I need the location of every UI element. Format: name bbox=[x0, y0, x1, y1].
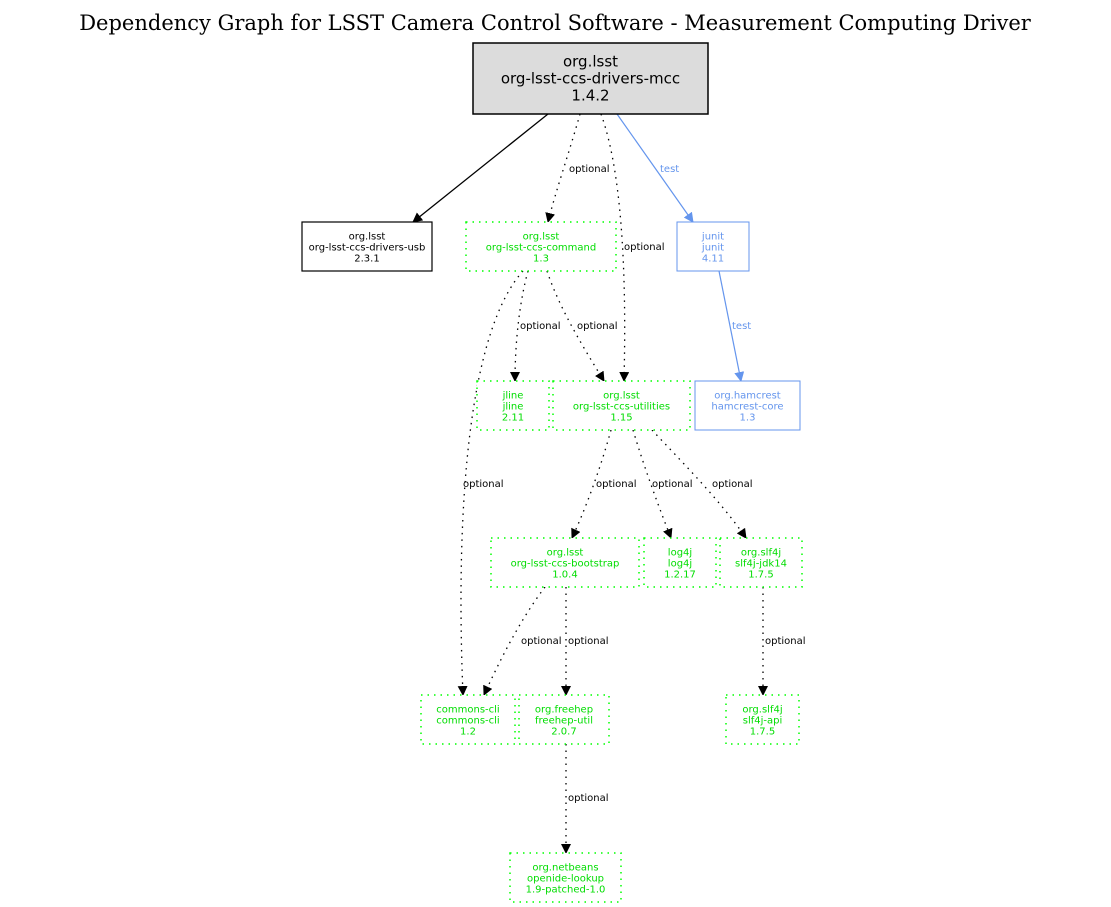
edge-label: optional bbox=[577, 321, 618, 332]
node-version: 1.2.17 bbox=[664, 570, 696, 581]
node-version: 1.15 bbox=[610, 413, 632, 424]
node-version: 1.3 bbox=[533, 254, 549, 265]
node-box bbox=[465, 221, 617, 272]
edge-mcc-to-usb bbox=[412, 113, 549, 223]
node-artifact: junit bbox=[701, 243, 724, 254]
edge-command-to-jline bbox=[510, 270, 529, 382]
node-group: org.netbeans bbox=[532, 863, 598, 874]
node-artifact: freehep-util bbox=[535, 716, 593, 727]
edge-label: optional bbox=[569, 164, 610, 175]
node-group: org.slf4j bbox=[741, 548, 781, 559]
node-box bbox=[509, 852, 622, 903]
node-artifact: slf4j-jdk14 bbox=[735, 559, 787, 570]
edge-utilities-to-log4j bbox=[632, 429, 673, 539]
node-box bbox=[694, 380, 801, 431]
node-version: 1.9-patched-1.0 bbox=[526, 885, 606, 896]
node-group: org.lsst bbox=[547, 548, 584, 559]
edges-layer: optional optional test test optional optional… bbox=[412, 113, 806, 854]
edge-label: optional bbox=[624, 242, 665, 253]
edge-label: optional bbox=[521, 636, 562, 647]
node-box bbox=[518, 694, 610, 745]
node-box bbox=[490, 537, 640, 588]
nodes-layer: org.lsstorg-lsst-ccs-drivers-mcc1.4.2org… bbox=[301, 42, 803, 903]
node-version: 2.0.7 bbox=[551, 727, 576, 738]
edge-label: optional bbox=[712, 479, 753, 490]
edge-utilities-to-bootstrap bbox=[571, 429, 612, 539]
node-version: 1.4.2 bbox=[571, 87, 609, 105]
node-version: 1.7.5 bbox=[750, 727, 775, 738]
node-box bbox=[719, 537, 803, 588]
node-artifact: slf4j-api bbox=[743, 716, 783, 727]
node-artifact: log4j bbox=[668, 559, 692, 570]
node-box bbox=[552, 380, 691, 431]
edge-label: optional bbox=[568, 636, 609, 647]
node-group: org.slf4j bbox=[742, 705, 782, 716]
node-box bbox=[676, 221, 750, 272]
node-artifact: openide-lookup bbox=[527, 874, 604, 885]
edge-label: test bbox=[732, 321, 751, 332]
node-box bbox=[420, 694, 516, 745]
node-group: org.lsst bbox=[563, 53, 618, 71]
node-box bbox=[643, 537, 717, 588]
edge-junit-to-hamcrest bbox=[718, 270, 745, 382]
node-artifact: org-lsst-ccs-utilities bbox=[573, 402, 670, 413]
edge-mcc-to-junit bbox=[616, 113, 694, 223]
graph-title: Dependency Graph for LSST Camera Control… bbox=[79, 11, 1032, 35]
node-artifact: hamcrest-core bbox=[711, 402, 783, 413]
node-artifact: org-lsst-ccs-drivers-usb bbox=[309, 243, 426, 254]
edge-label: optional bbox=[568, 793, 609, 804]
node-box bbox=[725, 694, 800, 745]
node-artifact: org-lsst-ccs-drivers-mcc bbox=[501, 70, 680, 88]
node-box bbox=[301, 221, 433, 272]
node-box bbox=[472, 42, 709, 115]
node-version: 1.7.5 bbox=[748, 570, 773, 581]
node-group: org.lsst bbox=[603, 391, 640, 402]
edge-mcc-to-utilities bbox=[600, 113, 630, 382]
node-box bbox=[476, 380, 550, 431]
edge-label: optional bbox=[596, 479, 637, 490]
edge-utilities-to-jdk14 bbox=[651, 429, 747, 539]
edge-bootstrap-to-cli bbox=[483, 586, 546, 696]
node-group: org.lsst bbox=[349, 232, 386, 243]
node-group: org.lsst bbox=[523, 232, 560, 243]
node-version: 1.0.4 bbox=[552, 570, 577, 581]
edge-label: optional bbox=[652, 479, 693, 490]
node-artifact: org-lsst-ccs-bootstrap bbox=[511, 559, 620, 570]
node-artifact: org-lsst-ccs-command bbox=[486, 243, 596, 254]
node-group: commons-cli bbox=[436, 705, 499, 716]
node-artifact: jline bbox=[502, 402, 524, 413]
node-version: 4.11 bbox=[702, 254, 724, 265]
edge-command-to-utilities bbox=[546, 270, 605, 382]
edge-label: optional bbox=[765, 636, 806, 647]
edge-label: test bbox=[660, 164, 679, 175]
node-group: jline bbox=[502, 391, 524, 402]
node-group: org.freehep bbox=[535, 705, 593, 716]
node-version: 2.11 bbox=[502, 413, 524, 424]
node-lookup[interactable]: org.netbeansopenide-lookup1.9-patched-1.… bbox=[509, 852, 622, 903]
edge-label: optional bbox=[463, 479, 504, 490]
node-artifact: commons-cli bbox=[436, 716, 499, 727]
node-group: org.hamcrest bbox=[714, 391, 781, 402]
node-version: 2.3.1 bbox=[354, 254, 379, 265]
node-group: junit bbox=[701, 232, 724, 243]
node-version: 1.2 bbox=[460, 727, 476, 738]
edge-label: optional bbox=[520, 321, 561, 332]
node-version: 1.3 bbox=[740, 413, 756, 424]
node-group: log4j bbox=[668, 548, 692, 559]
